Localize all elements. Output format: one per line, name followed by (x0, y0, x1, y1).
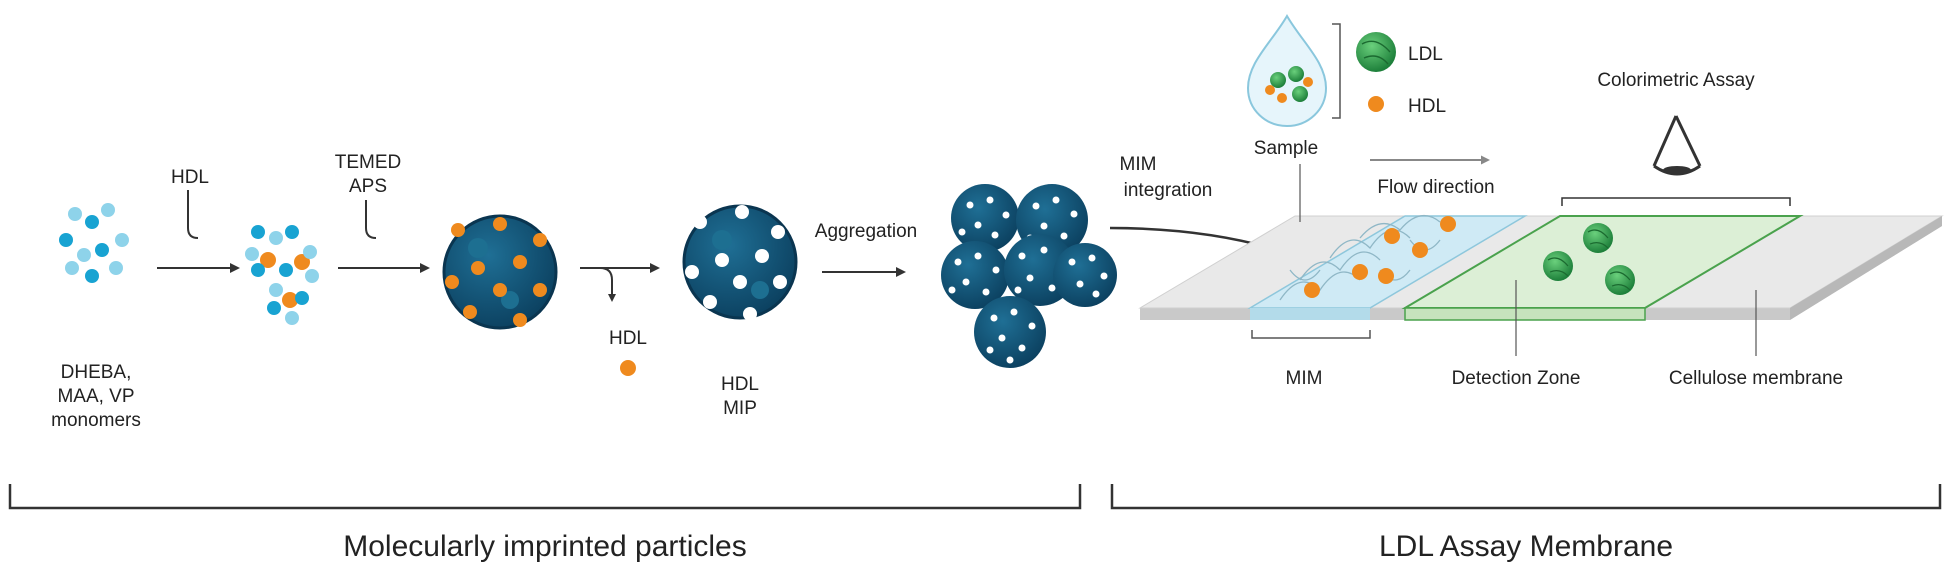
monomers-label-2: MAA, VP (57, 386, 134, 407)
right-section-bracket (1110, 484, 1942, 510)
hdl-mip-label-2: MIP (723, 398, 757, 419)
hdl-input-arrow (187, 190, 199, 239)
monomers-label-3: monomers (51, 410, 141, 431)
colorimetric-assay-label: Colorimetric Assay (1597, 70, 1755, 91)
mim-zone (1247, 214, 1528, 320)
temed-label: TEMED (335, 152, 402, 173)
hdl-input-label: HDL (171, 167, 209, 188)
left-section-bracket (8, 484, 1082, 510)
temed-aps-arrow (365, 200, 377, 239)
detection-bracket (1561, 197, 1791, 206)
flow-direction-label: Flow direction (1377, 177, 1494, 198)
droplet-icon (1246, 14, 1328, 128)
detection-zone (1401, 215, 1804, 321)
hdl-loaded-particle (442, 214, 558, 330)
aggregation-label: Aggregation (815, 221, 917, 242)
left-section-title: Molecularly imprinted particles (343, 530, 746, 563)
mim-integration-label-1: MIM (1120, 154, 1157, 175)
detection-zone-label: Detection Zone (1452, 368, 1581, 389)
monomer-cluster (59, 203, 129, 283)
mim-label: MIM (1286, 368, 1323, 389)
legend-hdl-swatch (1368, 96, 1384, 112)
hdl-removal-arrow (580, 267, 616, 302)
hdl-released-label: HDL (609, 328, 647, 349)
mim-bracket (1251, 330, 1371, 339)
aps-label: APS (349, 176, 387, 197)
right-section-title: LDL Assay Membrane (1379, 530, 1673, 563)
hdl-mip-particle (682, 204, 798, 321)
mim-integration-label-2: integration (1124, 180, 1213, 201)
legend-ldl-label: LDL (1408, 44, 1443, 65)
hdl-mip-label-1: HDL (721, 374, 759, 395)
hdl-released-particle (620, 360, 636, 376)
legend-hdl-label: HDL (1408, 96, 1446, 117)
monomer-hdl-complex (245, 225, 319, 325)
aggregated-particles (941, 184, 1117, 368)
monomers-label-1: DHEBA, (61, 362, 132, 383)
eye-icon (1652, 115, 1702, 176)
cellulose-membrane-label: Cellulose membrane (1669, 368, 1843, 389)
bracket-icon (1332, 23, 1341, 119)
sample-label: Sample (1254, 138, 1318, 159)
